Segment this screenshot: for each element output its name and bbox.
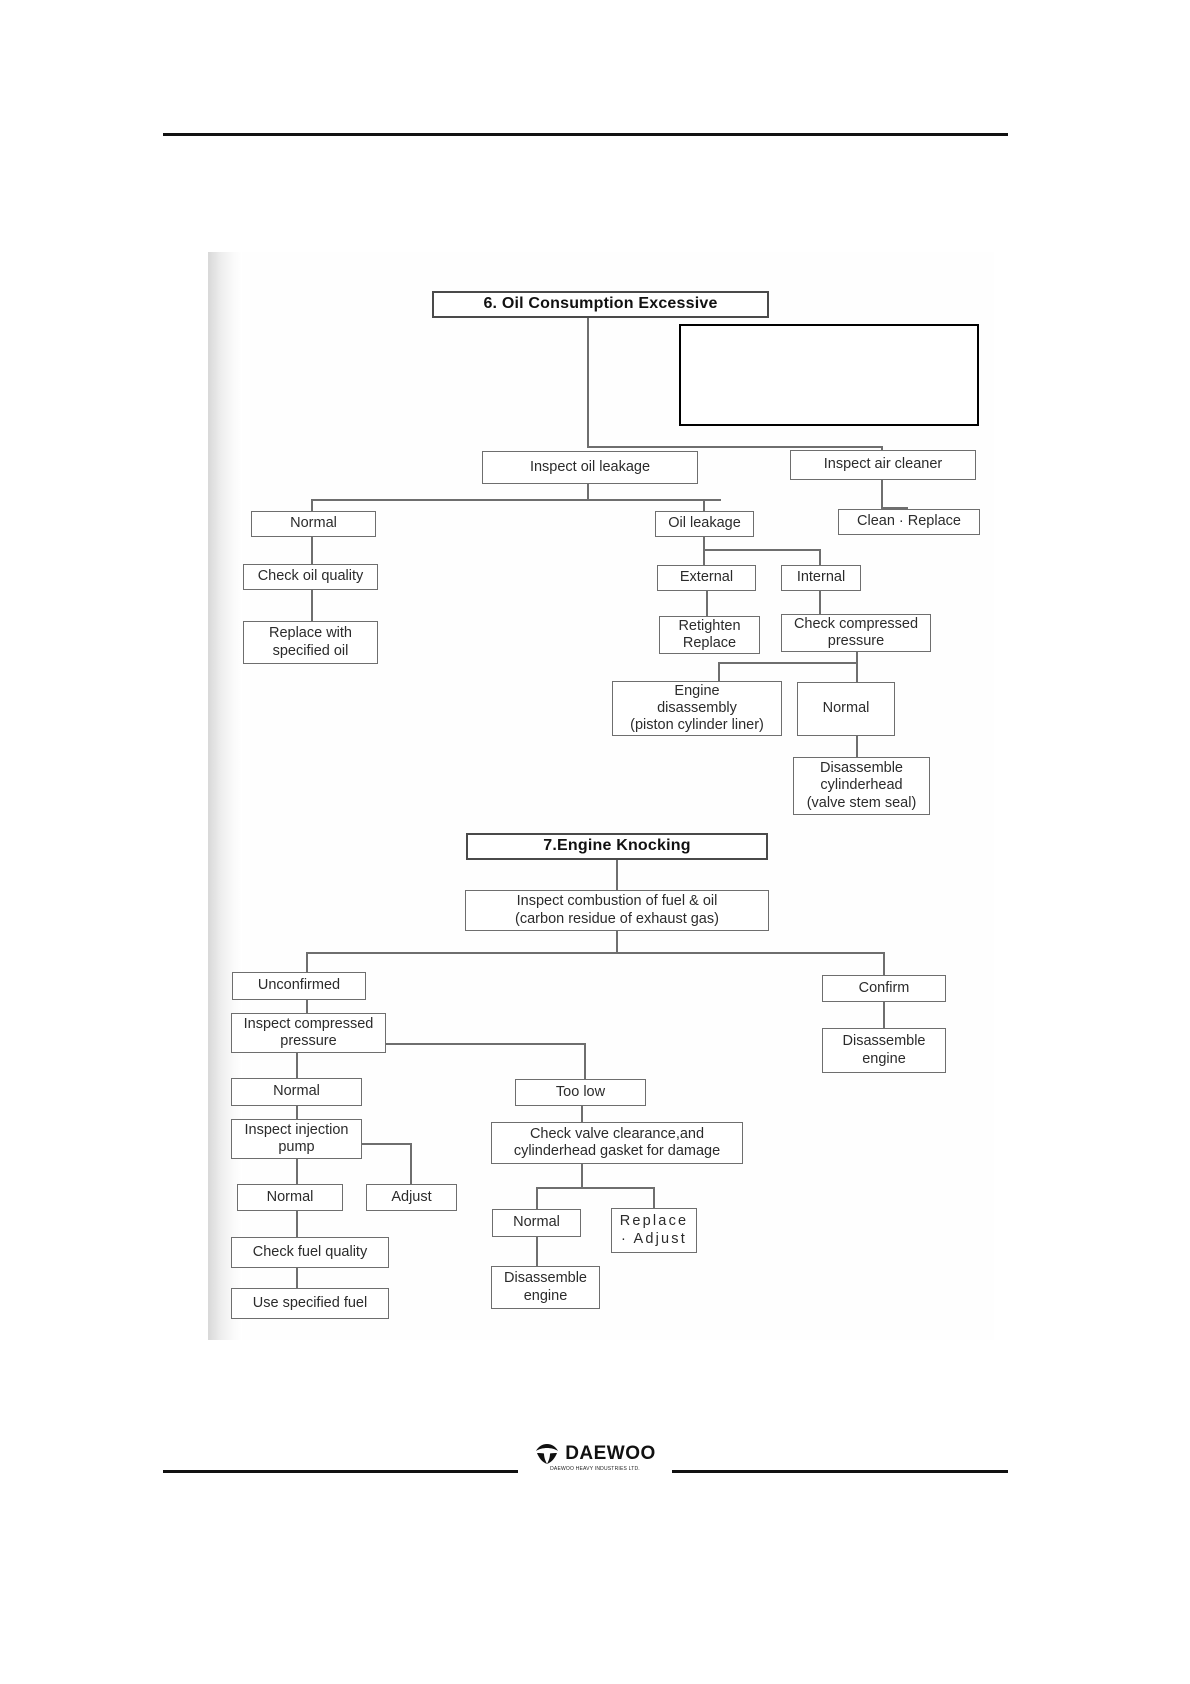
connector-internal-to-checkpressure <box>819 591 821 614</box>
connector-title6-split <box>587 446 882 448</box>
connector-normalright-to-cylinderhead <box>856 736 858 758</box>
connector-unconfirmed-to-pressure <box>306 1000 308 1014</box>
node-replace-adjust: Replace · Adjust <box>611 1208 697 1253</box>
connector-valveclearance-stem <box>581 1164 583 1188</box>
connector-to-engine-disassembly <box>718 662 720 682</box>
connector-toolow-drop <box>584 1043 586 1079</box>
node-normal-1: Normal <box>231 1078 362 1106</box>
footer-brand-subtitle: DAEWOO HEAVY INDUSTRIES LTD. <box>550 1466 640 1472</box>
connector-to-confirm <box>883 952 885 975</box>
connector-normal3-to-disassemble <box>536 1237 538 1266</box>
connector-oilquality-to-replaceoil <box>311 590 313 621</box>
node-adjust: Adjust <box>366 1184 457 1211</box>
connector-aircleaner-stem <box>881 480 883 508</box>
node-external: External <box>657 565 756 591</box>
node-check-valve-clearance: Check valve clearance,and cylinderhead g… <box>491 1122 743 1164</box>
node-too-low: Too low <box>515 1079 646 1106</box>
connector-fuelquality-to-usefuel <box>296 1268 298 1289</box>
connector-title6-stem <box>587 318 589 448</box>
connector-to-normal-left <box>311 499 313 512</box>
node-inspect-combustion: Inspect combustion of fuel & oil (carbon… <box>465 890 769 931</box>
node-internal: Internal <box>781 565 861 591</box>
node-confirm: Confirm <box>822 975 946 1002</box>
node-inspect-compressed-pressure: Inspect compressed pressure <box>231 1013 386 1053</box>
connector-oilleakage-stem <box>703 537 705 550</box>
node-clean-replace: Clean · Replace <box>838 509 980 535</box>
node-check-compressed-pressure: Check compressed pressure <box>781 614 931 652</box>
node-normal-2: Normal <box>237 1184 343 1211</box>
connector-checkpressure-split <box>718 662 858 664</box>
connector-external-to-retighten <box>706 591 708 616</box>
connector-oilleakage-split <box>703 549 820 551</box>
page-bottom-rule-left <box>163 1470 518 1473</box>
section-6-title: 6. Oil Consumption Excessive <box>432 291 769 318</box>
connector-normal-to-oilquality <box>311 537 313 564</box>
section-7-title: 7.Engine Knocking <box>466 833 768 860</box>
connector-oilleak-stem <box>587 484 589 500</box>
node-use-specified-fuel: Use specified fuel <box>231 1288 389 1319</box>
node-replace-with-specified-oil: Replace with specified oil <box>243 621 378 664</box>
connector-pressure-to-normal1 <box>296 1053 298 1078</box>
node-check-fuel-quality: Check fuel quality <box>231 1237 389 1268</box>
connector-valveclearance-split <box>536 1187 654 1189</box>
connector-aircleaner-jog <box>881 507 907 509</box>
connector-to-oil-leakage <box>703 499 705 512</box>
node-unconfirmed: Unconfirmed <box>232 972 366 1000</box>
node-normal-right: Normal <box>797 682 895 736</box>
footer-brand-name: DAEWOO <box>565 1443 656 1464</box>
node-normal-3: Normal <box>492 1209 581 1237</box>
daewoo-logo-icon <box>534 1443 560 1465</box>
connector-adjust-drop <box>410 1143 412 1184</box>
connector-oilleak-split <box>311 499 721 501</box>
node-retighten-replace: Retighten Replace <box>659 616 760 654</box>
connector-combustion-stem <box>616 931 618 953</box>
connector-to-external <box>703 549 705 565</box>
node-disassemble-engine-mid: Disassemble engine <box>491 1266 600 1309</box>
node-normal-left: Normal <box>251 511 376 537</box>
page-bottom-rule-right <box>672 1470 1008 1473</box>
connector-to-air-cleaner <box>881 446 883 452</box>
connector-to-internal <box>819 549 821 565</box>
footer-brand: DAEWOO DAEWOO HEAVY INDUSTRIES LTD. <box>520 1443 670 1472</box>
node-engine-disassembly: Engine disassembly (piston cylinder line… <box>612 681 782 736</box>
connector-title7-stem <box>616 860 618 891</box>
node-disassemble-engine-right: Disassemble engine <box>822 1028 946 1073</box>
node-disassemble-cylinderhead: Disassemble cylinderhead (valve stem sea… <box>793 757 930 815</box>
connector-toolow-to-valveclearance <box>581 1106 583 1122</box>
connector-pressure-to-toolow <box>386 1043 585 1045</box>
connector-confirm-to-disassemble <box>883 1002 885 1028</box>
node-inspect-air-cleaner: Inspect air cleaner <box>790 450 976 480</box>
node-check-oil-quality: Check oil quality <box>243 564 378 590</box>
section-6-note-box <box>679 324 979 426</box>
node-oil-leakage: Oil leakage <box>655 511 754 537</box>
connector-injectionpump-to-normal2 <box>296 1159 298 1184</box>
connector-combustion-split <box>306 952 884 954</box>
node-inspect-oil-leakage: Inspect oil leakage <box>482 451 698 484</box>
connector-normal2-to-fuelquality <box>296 1211 298 1237</box>
connector-to-replace-adjust <box>653 1187 655 1208</box>
connector-checkpressure-stem <box>856 652 858 682</box>
node-inspect-injection-pump: Inspect injection pump <box>231 1119 362 1159</box>
connector-normal1-to-injectionpump <box>296 1106 298 1120</box>
connector-to-unconfirmed <box>306 952 308 973</box>
connector-to-normal3 <box>536 1187 538 1210</box>
connector-injectionpump-to-adjust <box>362 1143 411 1145</box>
page-top-rule <box>163 133 1008 136</box>
